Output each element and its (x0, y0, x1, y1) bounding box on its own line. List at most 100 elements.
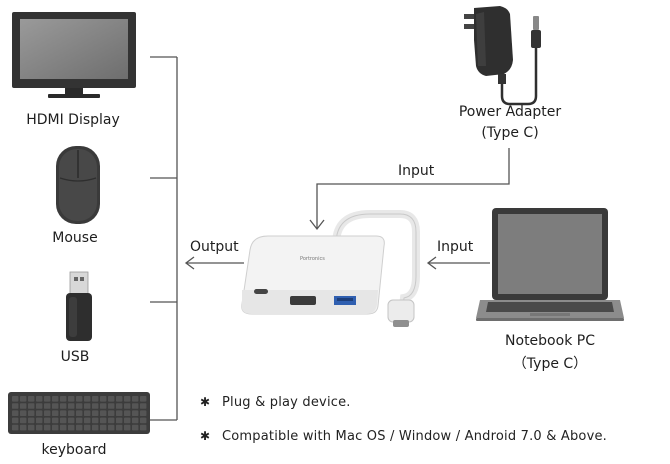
power-adapter-label: Power Adapter (458, 104, 562, 120)
keyboard-key (76, 403, 83, 409)
keyboard-key (68, 403, 75, 409)
keyboard-key (12, 424, 19, 431)
keyboard-key (60, 417, 67, 424)
keyboard-key (116, 403, 123, 409)
power-adapter-icon (464, 6, 541, 106)
output-label: Output (190, 239, 239, 255)
output-arrow (184, 256, 244, 270)
keyboard-key (124, 403, 131, 409)
keyboard-key (100, 424, 107, 431)
input-top-label: Input (398, 163, 435, 179)
keyboard-key (36, 417, 43, 424)
keyboard-key (36, 424, 43, 431)
notebook-type-label: （Type C） (512, 356, 588, 372)
keyboard-key (52, 417, 59, 424)
keyboard-key (76, 424, 83, 431)
keyboard-key (132, 403, 139, 409)
keyboard-key (140, 396, 147, 402)
power-adapter-type-label: (Type C) (481, 125, 539, 141)
keyboard-key (20, 417, 27, 424)
keyboard-key (36, 396, 43, 402)
keyboard-key (52, 396, 59, 402)
keyboard-key (28, 424, 35, 431)
usb-label: USB (60, 349, 90, 365)
keyboard-key (108, 410, 115, 416)
hdmi-display-label: HDMI Display (26, 112, 120, 128)
keyboard-key (92, 417, 99, 424)
keyboard-key (68, 417, 75, 424)
keyboard-key (92, 403, 99, 409)
keyboard-key (20, 396, 27, 402)
keyboard-key (100, 396, 107, 402)
notebook-icon (476, 208, 624, 321)
keyboard-key (76, 410, 83, 416)
keyboard-key (20, 403, 27, 409)
keyboard-key (44, 410, 51, 416)
keyboard-key (60, 396, 67, 402)
keyboard-key (84, 410, 91, 416)
keyboard-key (36, 410, 43, 416)
feature-item: ✱ Plug & play device. (200, 395, 351, 410)
feature-text: Plug & play device. (222, 395, 351, 410)
keyboard-key (124, 424, 131, 431)
notebook-input-arrow (426, 256, 490, 270)
hub-logo: Portronics (300, 256, 325, 262)
keyboard-key (52, 410, 59, 416)
keyboard-key (124, 396, 131, 402)
keyboard-key (100, 403, 107, 409)
keyboard-key (28, 396, 35, 402)
keyboard-key (84, 403, 91, 409)
keyboard-key (108, 424, 115, 431)
keyboard-key (60, 410, 67, 416)
keyboard-key (140, 424, 147, 431)
keyboard-key (116, 396, 123, 402)
keyboard-key (20, 410, 27, 416)
keyboard-key (68, 396, 75, 402)
keyboard-label: keyboard (41, 442, 107, 458)
notebook-label: Notebook PC (505, 333, 595, 349)
keyboard-key (44, 417, 51, 424)
keyboard-key (60, 403, 67, 409)
keyboard-key (132, 410, 139, 416)
keyboard-key (84, 396, 91, 402)
bullet-star-icon: ✱ (200, 395, 211, 409)
keyboard-key (116, 417, 123, 424)
keyboard-key (116, 424, 123, 431)
keyboard-key (12, 410, 19, 416)
keyboard-icon (8, 392, 150, 434)
keyboard-key (108, 403, 115, 409)
keyboard-key (92, 424, 99, 431)
power-input-arrow (309, 148, 510, 231)
usb-icon (66, 271, 92, 341)
keyboard-key (76, 417, 83, 424)
keyboard-key (12, 396, 19, 402)
keyboard-key (52, 403, 59, 409)
keyboard-key (12, 417, 19, 424)
keyboard-key (132, 417, 139, 424)
mouse-label: Mouse (52, 230, 98, 246)
usb-c-hub-icon (241, 210, 420, 327)
keyboard-key (36, 403, 43, 409)
keyboard-key (12, 403, 19, 409)
hdmi-display-icon (12, 12, 136, 98)
keyboard-key (92, 410, 99, 416)
keyboard-key (28, 417, 35, 424)
mouse-icon (56, 146, 100, 224)
keyboard-key (132, 424, 139, 431)
keyboard-key (68, 424, 75, 431)
keyboard-key (44, 403, 51, 409)
feature-text: Compatible with Mac OS / Window / Androi… (222, 429, 608, 444)
output-bracket (150, 56, 178, 421)
keyboard-key (84, 417, 91, 424)
keyboard-key (124, 417, 131, 424)
keyboard-key (124, 410, 131, 416)
keyboard-key (140, 417, 147, 424)
keyboard-key (140, 403, 147, 409)
keyboard-key (108, 396, 115, 402)
keyboard-key (108, 417, 115, 424)
keyboard-key (92, 396, 99, 402)
keyboard-key (76, 396, 83, 402)
keyboard-key (52, 424, 59, 431)
keyboard-key (28, 403, 35, 409)
